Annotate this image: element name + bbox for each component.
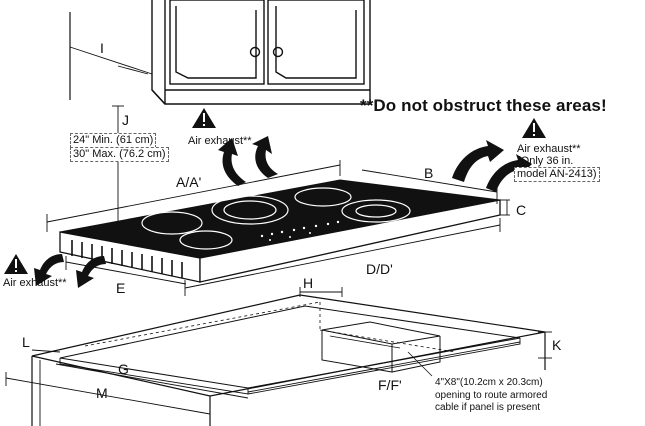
label-i: I (100, 40, 104, 56)
air-exhaust-right-note2: model AN-2413) (514, 167, 600, 182)
dimension-i (69, 46, 153, 75)
dimension-c (500, 199, 510, 216)
label-l: L (22, 334, 30, 350)
label-k: K (552, 337, 562, 353)
dimension-a (46, 160, 341, 232)
opening-note-line2: opening to route armored (435, 390, 548, 401)
label-e: E (116, 280, 126, 296)
arrow-icon (252, 136, 278, 178)
counter-cutout (31, 294, 546, 426)
air-exhaust-top-label: Air exhaust** (188, 135, 252, 147)
label-g: G (118, 361, 129, 377)
dimension-d (184, 218, 501, 296)
dimension-l (31, 349, 61, 353)
arrow-icon (34, 254, 64, 286)
label-h: H (303, 275, 314, 291)
warning-triangle-icon (4, 254, 28, 274)
opening-note-line3: cable if panel is present (435, 402, 541, 413)
dimension-note-line2: 30" Max. (76.2 cm) (70, 147, 169, 162)
arrow-icon (76, 256, 106, 288)
label-f: F/F' (378, 377, 402, 393)
label-c: C (516, 202, 527, 218)
dimension-m (5, 372, 211, 415)
dimension-g (55, 363, 249, 399)
dimension-note-line1: 24" Min. (61 cm) (70, 133, 157, 148)
warning-triangle-icon (522, 118, 546, 138)
upper-cabinet (151, 0, 371, 105)
dimension-k (538, 331, 552, 359)
label-d: D/D' (366, 261, 393, 277)
air-exhaust-right-label: Air exhaust** (517, 143, 581, 155)
arrow-icon (486, 154, 532, 192)
air-exhaust-left-label: Air exhaust** (3, 277, 67, 289)
label-j: J (122, 112, 129, 128)
warning-headline: **Do not obstruct these areas! (360, 96, 607, 115)
air-exhaust-right-note1: (Only 36 in. (517, 155, 574, 167)
label-m: M (96, 385, 108, 401)
opening-leader (407, 351, 433, 377)
label-b: B (424, 165, 434, 181)
dimension-h (299, 287, 343, 297)
label-a: A/A' (176, 174, 202, 190)
opening-note-line1: 4"X8"(10.2cm x 20.3cm) (435, 377, 543, 388)
arrow-icon (218, 138, 246, 186)
cooktop (59, 179, 501, 283)
dimension-f (247, 341, 521, 393)
warning-triangle-icon (192, 108, 216, 128)
arrow-icon (452, 140, 504, 182)
